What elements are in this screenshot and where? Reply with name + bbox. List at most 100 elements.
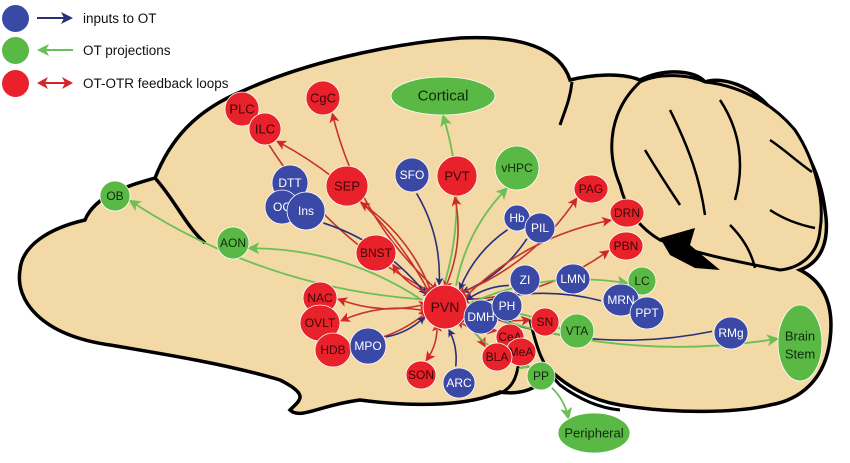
node-sep: SEP xyxy=(325,165,369,207)
cerebellum-shape xyxy=(610,74,823,272)
arrow-pvn-to-pbn xyxy=(459,249,610,305)
feedback-node-circle xyxy=(355,234,397,272)
projection-node-circle xyxy=(559,313,595,349)
node-sfo: SFO xyxy=(394,157,430,193)
node-label: LMN xyxy=(560,272,585,286)
legend-label: OT-OTR feedback loops xyxy=(83,75,229,91)
legend-item-projections: OT projections xyxy=(2,36,171,64)
projection-node-circle xyxy=(390,76,496,116)
legend-label: OT projections xyxy=(83,42,171,58)
node-label: PP xyxy=(533,369,549,383)
arrow-pp-to-peripheral xyxy=(551,387,573,420)
node-bnst: BNST xyxy=(355,234,397,272)
node-ob: OB xyxy=(99,180,131,212)
node-pvn: PVN xyxy=(422,284,468,330)
node-label: DRN xyxy=(614,206,640,220)
node-label: LC xyxy=(634,274,650,288)
input-node-circle xyxy=(349,327,387,365)
arrow-pvn-to-ovlt xyxy=(339,304,430,322)
node-label: PVN xyxy=(431,299,460,315)
cerebellum-fold-4 xyxy=(769,138,813,174)
projection-node-circle xyxy=(777,304,823,382)
projection-node-circle xyxy=(494,145,540,191)
feedback-node-circle xyxy=(224,91,260,127)
arrow-pvn-to-bnst xyxy=(392,263,434,297)
feedback-node-circle xyxy=(248,112,282,146)
node-arc: ARC xyxy=(442,367,476,399)
cerebellum-fold-6 xyxy=(729,224,757,269)
arrow-pvn-to-ob xyxy=(128,199,423,301)
node-son: SON xyxy=(405,360,437,390)
node-label: ZI xyxy=(520,273,531,287)
right-arrow-icon xyxy=(37,12,73,24)
node-pvt: PVT xyxy=(436,155,478,197)
projection-node-circle xyxy=(526,361,556,391)
node-label: AON xyxy=(220,236,246,250)
node-label: PBN xyxy=(614,239,639,253)
feedback-node-circle xyxy=(609,198,645,228)
node-cgc: CgC xyxy=(305,80,341,116)
feedback-node-circle xyxy=(608,231,644,261)
node-plc: PLC xyxy=(224,91,260,127)
node-label: VTA xyxy=(566,324,588,338)
node-peripheral: Peripheral xyxy=(557,412,631,454)
legend-label: inputs to OT xyxy=(83,10,157,26)
input-node-circle xyxy=(491,290,523,322)
node-label: MeA xyxy=(509,345,534,359)
node-label: NAC xyxy=(307,291,333,305)
node-label: PPT xyxy=(635,306,659,320)
arrow-pvn-to-lc xyxy=(468,275,630,305)
double-arrow-icon xyxy=(37,77,73,89)
feedback-node-circle xyxy=(573,174,609,204)
node-label: Stem xyxy=(785,347,815,362)
input-node-circle xyxy=(713,316,749,350)
node-label: vHPC xyxy=(501,161,533,175)
input-node-circle xyxy=(442,367,476,399)
cerebellum-fold-1 xyxy=(668,109,707,216)
node-label: Ins xyxy=(298,204,314,218)
node-label: HDB xyxy=(320,343,345,357)
node-ph: PH xyxy=(491,290,523,322)
node-label: SN xyxy=(537,315,554,329)
projection-node-circle xyxy=(627,266,657,296)
node-label: SFO xyxy=(400,168,425,182)
node-pil: PIL xyxy=(524,212,556,244)
node-sn: SN xyxy=(530,307,560,337)
node-label: Hb xyxy=(509,211,525,225)
node-aon: AON xyxy=(216,226,250,260)
feedback-node-circle xyxy=(405,360,437,390)
node-label: SON xyxy=(408,368,434,382)
node-ppt: PPT xyxy=(629,296,665,330)
node-label: DMH xyxy=(467,310,494,324)
node-label: OVLT xyxy=(305,316,336,330)
node-label: PIL xyxy=(531,221,549,235)
node-pp: PP xyxy=(526,361,556,391)
feedback-node-circle xyxy=(481,342,513,372)
feedback-node-circle xyxy=(436,155,478,197)
node-lmn: LMN xyxy=(555,263,591,295)
node-pbn: PBN xyxy=(608,231,644,261)
node-vhpc: vHPC xyxy=(494,145,540,191)
projection-node-circle xyxy=(557,412,631,454)
node-dmh: DMH xyxy=(463,299,499,335)
node-label: PLC xyxy=(229,102,254,117)
arrow-sfo-to-pvn xyxy=(415,193,444,286)
node-label: PH xyxy=(499,299,516,313)
node-ovlt: OVLT xyxy=(299,304,341,342)
legend: inputs to OT OT projections OT-OTR feedb… xyxy=(0,0,240,100)
cerebellum-fold-5 xyxy=(769,208,816,230)
projection-node-circle xyxy=(99,180,131,212)
input-node-circle xyxy=(509,264,541,296)
node-mrn: MRN xyxy=(602,283,640,317)
connection-arrows xyxy=(128,112,780,420)
input-node-circle xyxy=(555,263,591,295)
node-label: BLA xyxy=(486,350,509,364)
fourth-ventricle xyxy=(660,228,720,270)
input-node-circle xyxy=(394,157,430,193)
arrow-pvn-to-son xyxy=(425,321,442,362)
node-label: PAG xyxy=(579,182,603,196)
feedback-node-circle xyxy=(305,80,341,116)
node-label: RMg xyxy=(718,326,743,340)
